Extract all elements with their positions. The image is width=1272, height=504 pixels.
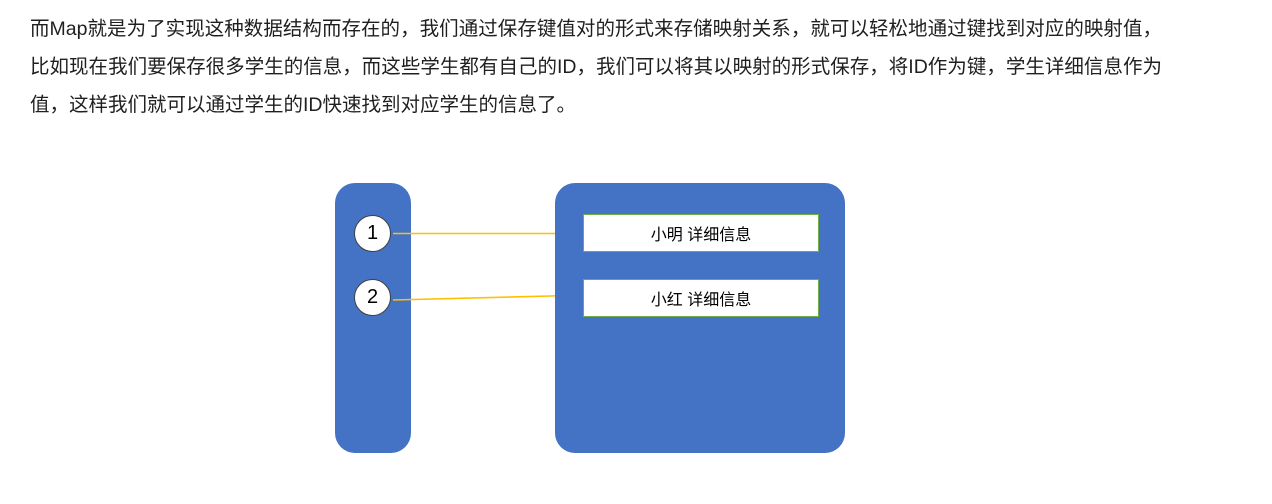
value-label-2: 小红 详细信息 bbox=[650, 292, 752, 309]
value-label-1: 小明 详细信息 bbox=[650, 227, 752, 244]
intro-paragraph: 而Map就是为了实现这种数据结构而存在的，我们通过保存键值对的形式来存储映射关系… bbox=[30, 18, 1162, 116]
value-node-1: 小明 详细信息 bbox=[583, 214, 819, 252]
key-label-2: 2 bbox=[366, 286, 379, 308]
key-node-1: 1 bbox=[354, 215, 391, 252]
value-node-2: 小红 详细信息 bbox=[583, 279, 819, 317]
arrow-key2-to-value2 bbox=[392, 291, 571, 301]
key-node-2: 2 bbox=[354, 279, 391, 316]
key-label-1: 1 bbox=[366, 222, 379, 244]
